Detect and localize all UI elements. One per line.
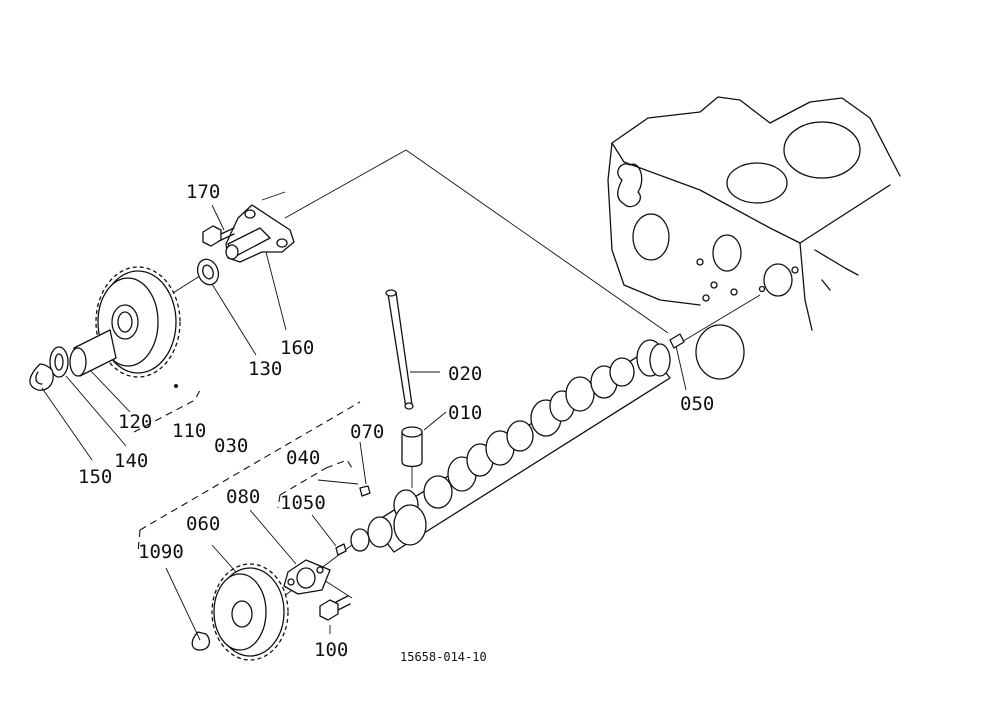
label-010: 010 (448, 402, 482, 424)
engine-block (607, 96, 901, 380)
label-1050: 1050 (280, 492, 326, 514)
label-080: 080 (226, 486, 260, 508)
circlip-part-090 (191, 631, 211, 651)
tappet-part-010 (401, 426, 423, 488)
label-050: 050 (680, 393, 714, 415)
bolt-part-170 (202, 225, 235, 247)
thrust-plate-part-080 (283, 559, 331, 595)
camshaft-part-030 (350, 339, 671, 553)
key-part-070 (359, 485, 371, 497)
label-030: 030 (214, 435, 248, 457)
label-120: 120 (118, 411, 152, 433)
label-140: 140 (114, 450, 148, 472)
label-070: 070 (350, 421, 384, 443)
idle-gear-part-110 (95, 266, 181, 388)
label-100: 100 (314, 639, 348, 661)
label-110: 110 (172, 420, 206, 442)
push-rod-part-020 (385, 289, 414, 410)
part-labels: 170 160 130 120 110 140 150 030 020 010 … (78, 181, 714, 664)
pin-part-1050 (335, 543, 347, 556)
label-1090: 1090 (138, 541, 184, 563)
bracket-part-160 (225, 204, 295, 263)
label-170: 170 (186, 181, 220, 203)
label-020: 020 (448, 363, 482, 385)
label-130: 130 (248, 358, 282, 380)
reference-number: 15658-014-10 (400, 650, 487, 664)
shaft-part-120 (69, 329, 117, 377)
label-150: 150 (78, 466, 112, 488)
washer-part-130 (196, 258, 220, 286)
label-160: 160 (280, 337, 314, 359)
label-leaders (41, 204, 687, 641)
label-040: 040 (286, 447, 320, 469)
washer-part-140 (49, 346, 69, 378)
label-060: 060 (186, 513, 220, 535)
circlip-part-150 (29, 363, 54, 391)
cam-gear-part-060 (211, 563, 289, 661)
plug-part-050 (669, 333, 685, 349)
bolt-part-100 (319, 595, 351, 621)
